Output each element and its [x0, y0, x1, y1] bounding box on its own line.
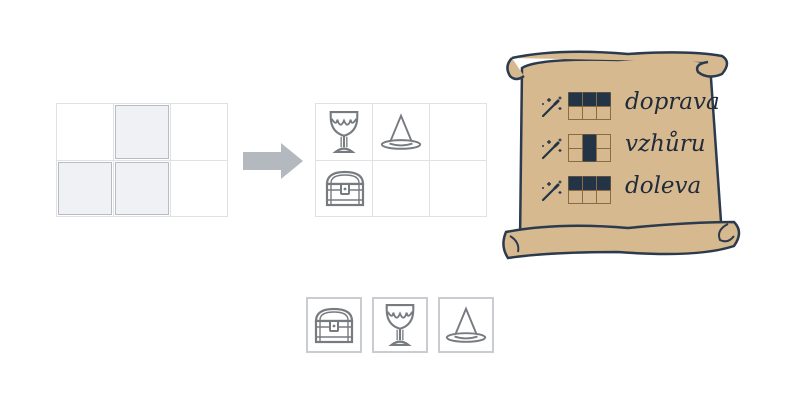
magic-wand-icon	[540, 95, 564, 119]
magic-wand-icon	[540, 179, 564, 203]
wizard-hat-icon	[443, 305, 489, 345]
treasure-chest-icon	[312, 305, 356, 345]
spell-word-2: vzhůru	[625, 131, 706, 157]
shape-piece-r1c1[interactable]	[115, 162, 169, 215]
spell-pattern	[568, 92, 611, 120]
spell-pattern	[568, 134, 611, 162]
goblet-icon	[325, 108, 363, 156]
target-cell-r1c2[interactable]	[429, 160, 487, 217]
item-tray	[306, 297, 494, 353]
source-cell-r1c2	[170, 160, 228, 217]
source-grid	[56, 103, 228, 217]
wizard-hat-icon	[378, 112, 424, 152]
spell-pattern	[568, 176, 611, 204]
target-cell-r0c1[interactable]	[372, 103, 430, 161]
spell-word-3: doleva	[625, 173, 702, 199]
magic-wand-icon	[540, 137, 564, 161]
spell-row-2: vzhůru	[540, 131, 740, 164]
spell-word-1: doprava	[625, 89, 720, 115]
target-cell-r0c0[interactable]	[315, 103, 373, 161]
tray-item-treasure-chest[interactable]	[306, 297, 362, 353]
target-grid	[315, 103, 487, 217]
source-cell-r0c0	[56, 103, 114, 161]
treasure-chest-icon	[323, 168, 367, 208]
spell-row-3: doleva	[540, 173, 740, 206]
target-cell-r0c2[interactable]	[429, 103, 487, 161]
tray-item-wizard-hat[interactable]	[438, 297, 494, 353]
shape-piece-r1c0[interactable]	[58, 162, 112, 215]
right-arrow-icon	[243, 143, 303, 179]
target-cell-r1c1[interactable]	[372, 160, 430, 217]
tray-item-goblet[interactable]	[372, 297, 428, 353]
source-cell-r0c2	[170, 103, 228, 161]
shape-piece-r0c1[interactable]	[115, 105, 169, 159]
target-cell-r1c0[interactable]	[315, 160, 373, 217]
goblet-icon	[381, 301, 419, 349]
spell-scroll: doprava vzhůru doleva	[498, 46, 748, 262]
spell-row-1: doprava	[540, 89, 740, 122]
